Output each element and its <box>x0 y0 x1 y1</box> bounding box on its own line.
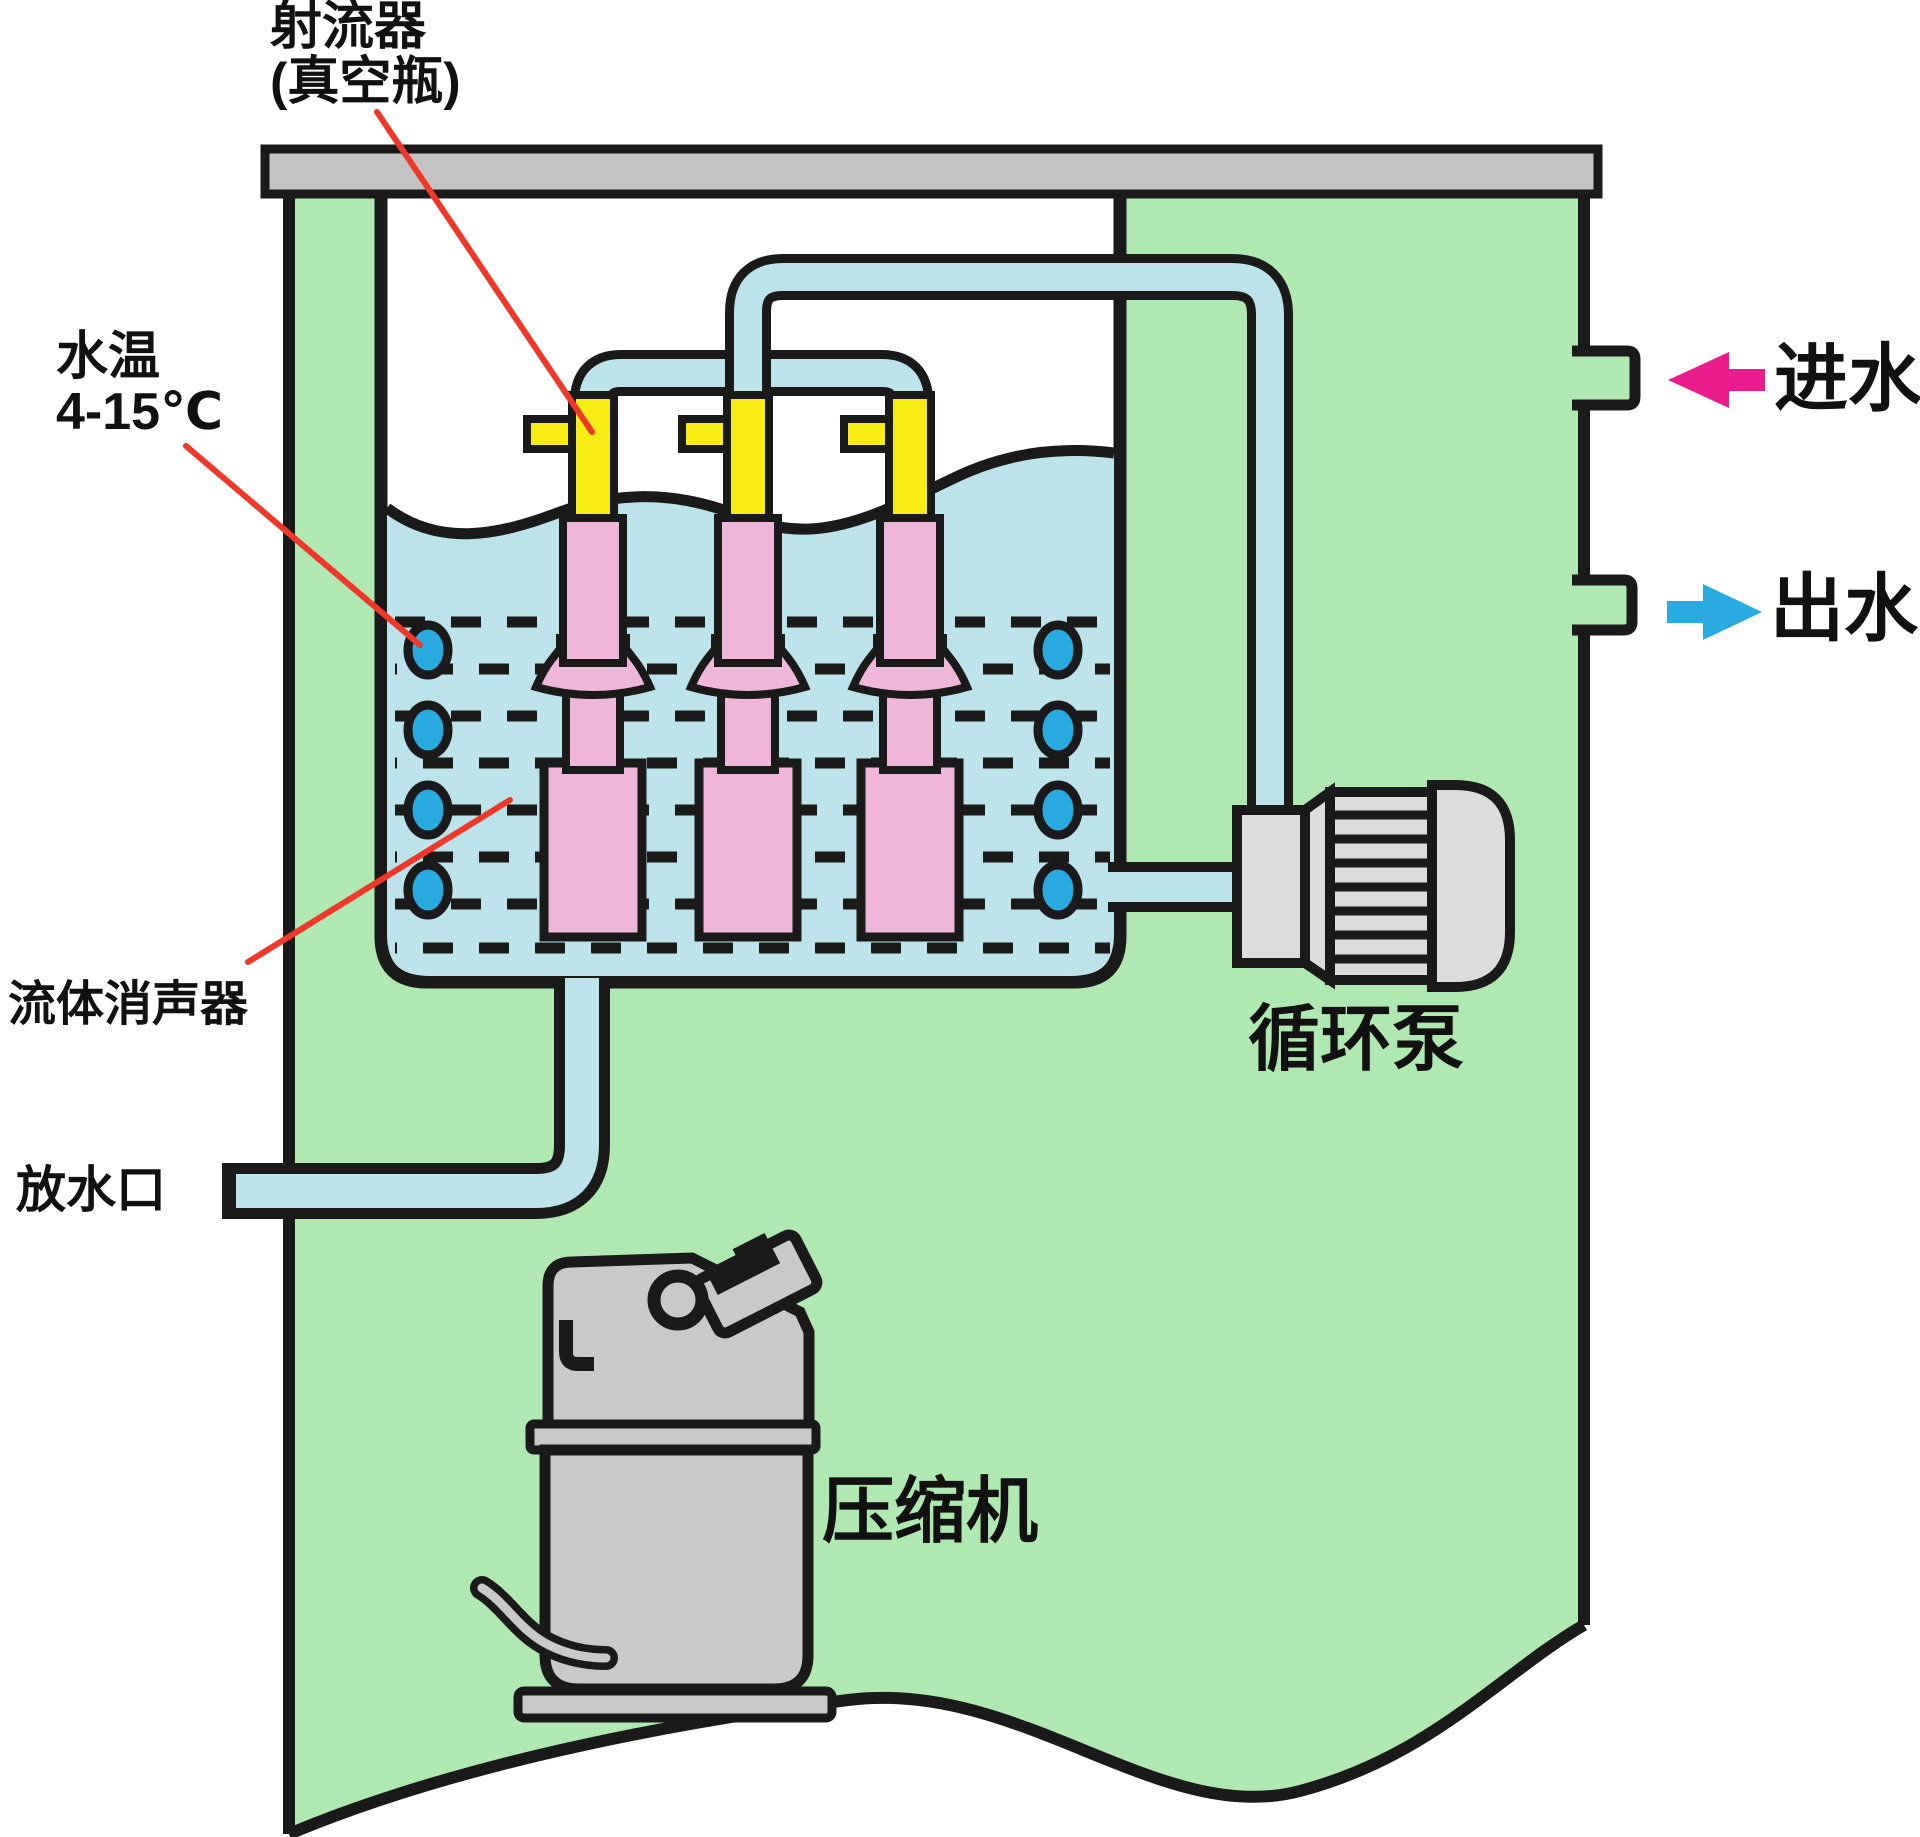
jet-leader-line <box>374 109 595 435</box>
muffler-upper-tube <box>559 514 627 667</box>
bubble-icon <box>1033 860 1083 920</box>
bubble-icon <box>403 860 453 920</box>
drain-pipe <box>222 978 610 1219</box>
muffler-body <box>539 758 647 942</box>
jet-side-stub <box>840 415 896 453</box>
jet-side-stub <box>678 415 734 453</box>
jet-assemblies <box>523 391 973 942</box>
jet-side-stub <box>523 415 579 453</box>
muffler-leader-line <box>245 797 513 965</box>
water-temp-label-line1: 水温 <box>56 328 161 386</box>
jet-label: 射流器 (真空瓶) <box>270 0 461 110</box>
inlet-arrow-icon <box>1668 352 1765 408</box>
jet-assembly-1 <box>523 391 656 942</box>
compressor <box>470 1229 837 1723</box>
leader-lines <box>183 109 595 965</box>
muffler-body <box>694 758 802 942</box>
drain-outlet-label: 放水口 <box>16 1162 166 1218</box>
compressor-base-plate <box>513 1686 837 1723</box>
circulation-pump <box>1232 780 1515 992</box>
water-outlet-label: 出水 <box>1770 567 1918 650</box>
water-temp-leader-line <box>183 443 423 648</box>
jet-tube <box>723 391 773 526</box>
bubble-icon <box>1033 780 1083 840</box>
fluid-muffler-label: 流体消声器 <box>8 978 249 1031</box>
pump-end-cap <box>1427 780 1515 992</box>
compressor-label: 压缩机 <box>822 1472 1039 1552</box>
pump-volute <box>1232 805 1310 968</box>
compressor-oil-tube-core <box>477 1583 611 1663</box>
muffler-upper-tube <box>714 514 782 667</box>
bubble-icon <box>403 700 453 760</box>
outlet-arrow-icon <box>1667 584 1762 640</box>
bubble-icon <box>403 780 453 840</box>
bubble-icon <box>1033 620 1083 680</box>
water-temp-label: 水温 4-15℃ <box>56 328 224 442</box>
drain-pipe-bore <box>236 978 599 1208</box>
compressor-port-ring-icon <box>647 1269 709 1331</box>
pump-fin-lines <box>1332 810 1430 964</box>
outlet-port <box>1572 574 1638 636</box>
jet-assembly-2 <box>678 391 811 942</box>
jet-label-line1: 射流器 <box>270 0 427 56</box>
compressor-terminal-box <box>691 1229 823 1339</box>
water-temp-label-line2: 4-15℃ <box>56 383 224 442</box>
tank-lid <box>260 144 1603 199</box>
muffler-body <box>856 758 964 942</box>
bubble-icon <box>403 620 453 680</box>
water-surface-line <box>383 445 1115 540</box>
jet-tube <box>885 391 935 526</box>
jet-label-line2: (真空瓶) <box>270 53 461 112</box>
jet-assembly-3 <box>840 391 973 942</box>
bubbles <box>403 620 1083 920</box>
circulation-pump-label: 循环泵 <box>1248 1000 1465 1080</box>
muffler-upper-tube <box>876 514 944 667</box>
pump-suction-pipe <box>725 254 1293 835</box>
compressor-bracket-mark-icon <box>559 1320 594 1371</box>
outer-tank-torn-bottom-edge <box>286 1619 1588 1837</box>
bubble-icon <box>1033 700 1083 760</box>
water-inlet-label: 进水 <box>1774 337 1920 420</box>
inlet-port <box>1572 345 1641 411</box>
